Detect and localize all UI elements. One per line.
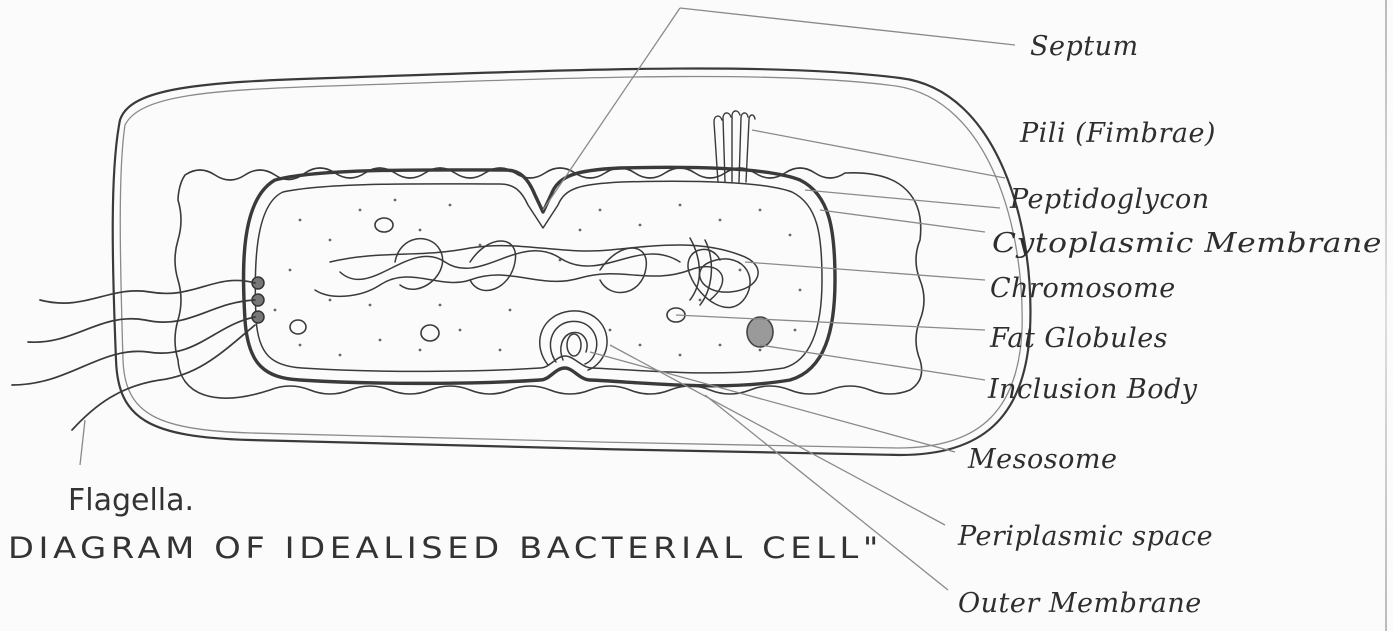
cytoplasmic-membrane [255, 181, 822, 373]
capsule-outline [113, 68, 1031, 455]
chromosome-shape [315, 238, 758, 307]
flagella-shape [12, 280, 255, 430]
flagella-label: Flagella. [68, 483, 194, 518]
leader-lines [80, 8, 1015, 590]
outer-membrane-label: Outer Membrane [958, 588, 1202, 619]
inclusion-body-label: Inclusion Body [987, 374, 1198, 405]
granule-3 [421, 325, 439, 341]
peptidoglycan-wall [243, 167, 835, 385]
peptidoglycan-label: Peptidoglycon [1009, 184, 1210, 215]
chromosome-label: Chromosome [990, 273, 1176, 304]
septum-label: Septum [1030, 31, 1139, 62]
cytoplasmic-membrane-label: Cytoplasmic Membrane [992, 228, 1382, 259]
fat-globules-label: Fat Globules [989, 323, 1168, 354]
pili-label: Pili (Fimbrae) [1019, 118, 1216, 149]
diagram-title: DIAGRAM OF IDEALISED BACTERIAL CELL" [8, 531, 883, 565]
mesosome-shape [540, 311, 607, 370]
granule-1 [375, 218, 393, 232]
periplasmic-space-label: Periplasmic space [957, 521, 1213, 552]
inclusion-body-shape [747, 317, 773, 347]
granule-2 [290, 320, 306, 334]
mesosome-label: Mesosome [967, 444, 1117, 475]
